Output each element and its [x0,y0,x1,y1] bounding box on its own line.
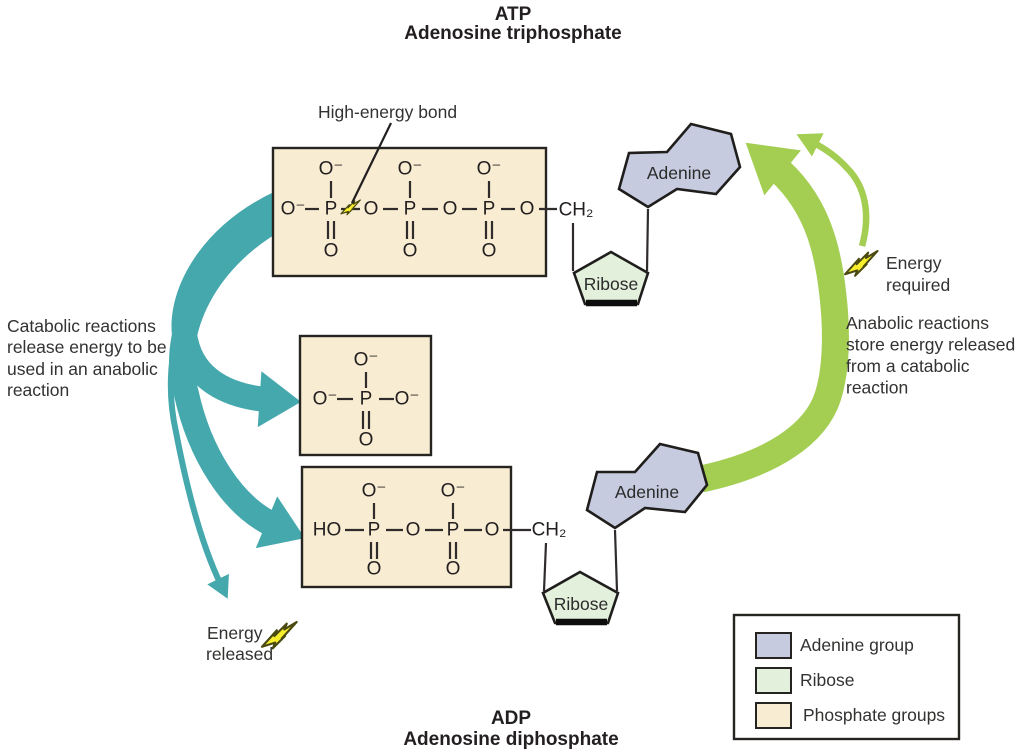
atom-o: O [443,199,458,220]
catabolic-line-1: Catabolic reactions [7,316,156,336]
ribose-adenine-bond [613,529,619,592]
atom-ho: HO [313,520,342,541]
phosphate-box [271,146,548,278]
atom-o: O [359,430,374,451]
atom-p: P [325,199,338,220]
atp-name: Adenosine triphosphate [404,23,621,44]
catabolic-line-4: reaction [7,380,69,400]
anabolic-line-4: reaction [846,378,908,398]
atom-o-minus: O⁻ [395,389,420,410]
atom-o: O [482,241,497,262]
catabolic-arrows [167,190,305,599]
anabolic-line-3: from a catabolic [846,356,970,376]
high-energy-bond-annotation: High-energy bond [318,102,457,204]
atom-p: P [360,389,373,410]
legend-label-ribose: Ribose [800,670,854,690]
catabolic-arrow-to-adp [169,204,305,549]
adp-name: Adenosine diphosphate [403,729,618,750]
adp-abbr: ADP [491,708,531,729]
legend-swatch-adenine [755,632,792,659]
atom-o: O [485,520,500,541]
atp-nucleoside: Adenine Ribose [571,122,742,307]
anabolic-annotation: Anabolic reactions store energy released… [846,313,1015,398]
legend-label-phosphate: Phosphate groups [803,705,945,725]
legend-swatch-ribose [755,667,792,694]
energy-required-line-1: Energy [886,253,942,273]
energy-released-bolt-icon [260,620,298,650]
energy-required-line-2: required [886,275,950,295]
energy-required-bolt-icon [843,249,879,277]
atom-p: P [404,199,417,220]
atom-o: O [324,241,339,262]
atom-o-minus: O⁻ [354,350,379,371]
energy-required-annotation: Energy required [843,249,950,295]
anabolic-arrow-energy-in [796,133,870,247]
atom-o: O [446,559,461,580]
atom-o-minus: O⁻ [281,199,306,220]
free-phosphate-box: O⁻ O⁻ P O⁻ O [298,334,433,457]
atom-o-minus: O⁻ [313,389,338,410]
high-energy-bond-pointer [351,122,392,204]
atp-phosphate-box: O⁻ P O P O P O O⁻ O⁻ O⁻ O O O CH₂ [271,146,594,278]
catabolic-line-3: used in an anabolic [7,359,158,379]
adp-phosphate-box: HO P O P O O⁻ O⁻ O O CH₂ [300,465,567,589]
adenine-label: Adenine [615,482,679,502]
atp-title: ATP Adenosine triphosphate [404,4,621,44]
atom-p: P [483,199,496,220]
atom-o: O [367,559,382,580]
adenine-label: Adenine [647,163,711,183]
atom-p: P [447,520,460,541]
phosphate-box [298,334,433,457]
ribose-label: Ribose [584,274,638,294]
ribose-adenine-bond [645,208,650,272]
catabolic-annotation: Catabolic reactions release energy to be… [7,316,167,400]
ch2-ribose-bond [542,542,548,592]
atom-o-minus: O⁻ [477,159,502,180]
atom-o: O [520,199,535,220]
adp-title: ADP Adenosine diphosphate [403,708,618,750]
legend-swatch-phosphate [755,702,792,729]
atom-o-minus: O⁻ [319,159,344,180]
atom-p: P [368,520,381,541]
adenine-shape [617,122,742,209]
legend: Adenine group Ribose Phosphate groups [732,613,961,741]
atom-o: O [406,520,421,541]
energy-released-line-2: released [206,644,273,664]
atom-o-minus: O⁻ [441,481,466,502]
phosphate-box [300,465,513,589]
anabolic-arrow-adp-to-atp [698,142,849,493]
atom-o: O [403,241,418,262]
anabolic-arrows [698,133,870,493]
atom-o-minus: O⁻ [398,159,423,180]
energy-released-line-1: Energy [207,623,263,643]
energy-released-annotation: Energy released [206,620,298,664]
high-energy-bond-label: High-energy bond [318,102,457,122]
anabolic-line-2: store energy released [846,335,1015,355]
adenine-shape [585,442,709,530]
atp-abbr: ATP [495,4,532,25]
anabolic-line-1: Anabolic reactions [846,313,989,333]
catabolic-arrow-energy-released [167,202,277,599]
atom-o-minus: O⁻ [362,481,387,502]
adp-nucleoside: Adenine Ribose [541,442,709,626]
catabolic-line-2: release energy to be [7,337,167,357]
ribose-label: Ribose [554,594,608,614]
legend-label-adenine: Adenine group [800,635,914,655]
atom-ch2: CH₂ [532,520,567,541]
atom-o: O [364,199,379,220]
atom-ch2: CH₂ [559,200,594,221]
